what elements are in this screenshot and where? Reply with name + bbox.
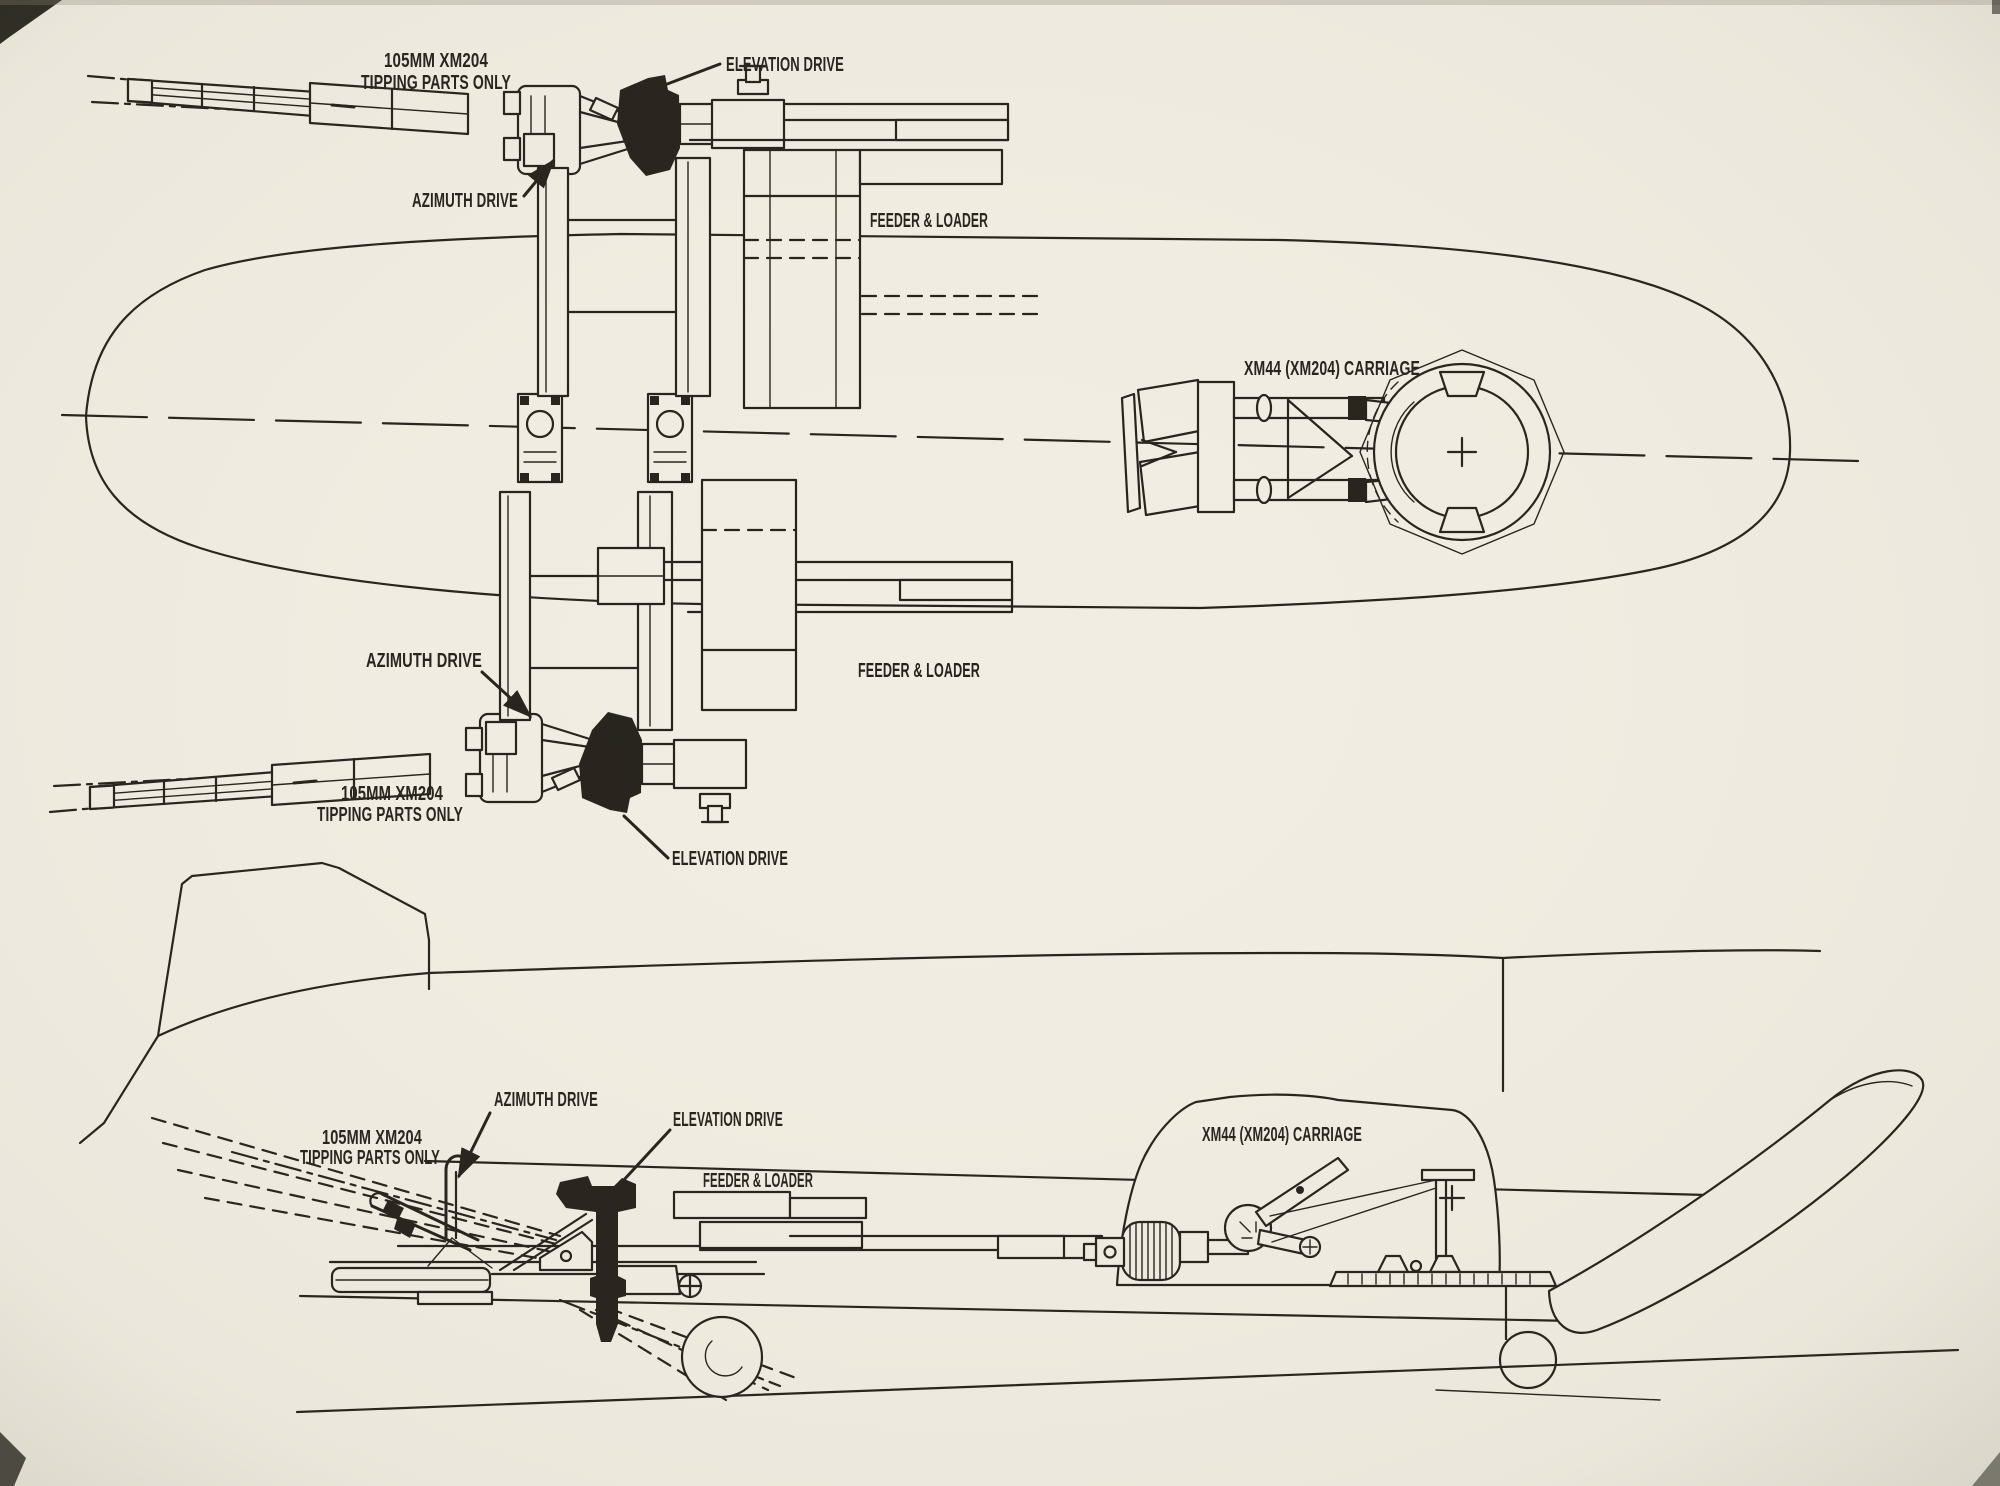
- drawing-canvas: 105MM XM204 TIPPING PARTS ONLY ELEVATION…: [0, 0, 2000, 1486]
- scanned-engineering-drawing: 105MM XM204 TIPPING PARTS ONLY ELEVATION…: [0, 0, 2000, 1486]
- scan-artifacts: [0, 0, 2000, 1486]
